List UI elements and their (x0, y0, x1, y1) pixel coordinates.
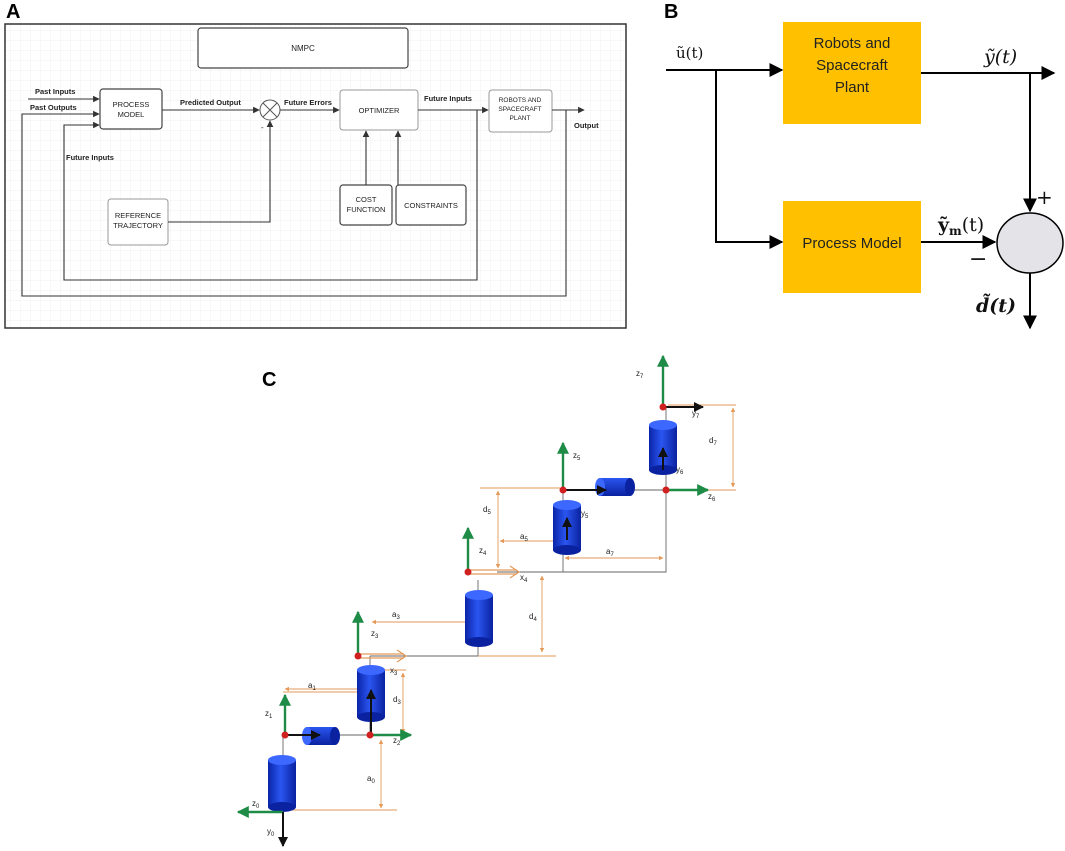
x4-label: x4 (520, 573, 528, 584)
joint-4-cylinder (465, 590, 493, 647)
minus-sign: − (969, 247, 987, 272)
a7-label: a7 (606, 547, 614, 558)
d7-label: d7 (709, 436, 717, 447)
past-inputs-label: Past Inputs (35, 87, 75, 96)
plant-block-b (783, 22, 921, 124)
future-inputs-right-label: Future Inputs (424, 94, 472, 103)
past-outputs-label: Past Outputs (30, 103, 77, 112)
nmpc-grid-frame (4, 23, 627, 329)
z4-label: z4 (479, 546, 487, 557)
joint-2-cylinder (357, 665, 385, 722)
summing-minus-sign: - (261, 123, 264, 132)
black-axes (278, 402, 704, 847)
a5-label: a5 (520, 532, 528, 543)
a3-label: a3 (392, 610, 400, 621)
dimension-labels: a0 a1 a3 a5 a7 d3 d4 d5 d7 (308, 436, 717, 785)
plant-b-label-1: Robots and (814, 35, 891, 52)
process-model-b-label: Process Model (802, 235, 901, 252)
panel-c: C (236, 354, 736, 847)
cost-label-2: FUNCTION (347, 205, 386, 214)
d5-label: d5 (483, 505, 491, 516)
z-axes (236, 354, 710, 818)
summing-junction-b (996, 212, 1064, 274)
d-signal-label: d̃(t) (976, 294, 1016, 317)
y6-label: y6 (676, 465, 684, 476)
future-errors-label: Future Errors (284, 98, 332, 107)
frame-labels: z0 y0 z1 z2 z3 x3 z4 x4 z5 y5 y6 z6 z7 y… (252, 369, 716, 838)
constraints-label: CONSTRAINTS (404, 201, 458, 210)
panel-c-letter: C (262, 369, 276, 391)
optimizer-label: OPTIMIZER (359, 106, 400, 115)
panel-b-wires (666, 63, 1056, 330)
joint-cylinders (268, 420, 677, 812)
frame-origins (281, 403, 670, 739)
process-model-block-b (783, 201, 921, 293)
plant-a-label-3: PLANT (510, 115, 531, 122)
x3-label: x3 (390, 666, 398, 677)
process-model-block (99, 88, 163, 130)
panel-b-letter: B (664, 1, 678, 23)
y7-label: y7 (692, 409, 700, 420)
y0-label: y0 (267, 827, 275, 838)
panel-a-wires (21, 95, 585, 297)
z3-label: z3 (371, 629, 379, 640)
z1-label: z1 (265, 709, 273, 720)
joint-5b-cylinder (595, 478, 635, 496)
a0-label: a0 (367, 774, 375, 785)
z0-label: z0 (252, 799, 260, 810)
plant-a-label-2: SPACECRAFT (498, 106, 541, 113)
plus-sign: + (1036, 185, 1053, 209)
z5-label: z5 (573, 451, 581, 462)
process-model-label-2: MODEL (118, 110, 145, 119)
panel-a-letter: A (6, 1, 20, 23)
ym-signal-label: ỹm(t) (937, 214, 984, 238)
process-model-label-1: PROCESS (113, 100, 150, 109)
nmpc-block (197, 27, 409, 69)
future-inputs-left-label: Future Inputs (66, 153, 114, 162)
panel-a: A NMPC PROCESS MODEL OPTIMIZER ROBOTS AN… (4, 1, 627, 329)
reference-label-2: TRAJECTORY (113, 221, 163, 230)
u-signal-label: ũ(t) (676, 44, 703, 62)
plant-b-label-2: Spacecraft (816, 57, 889, 74)
dimension-lines (283, 404, 736, 811)
output-label: Output (574, 121, 599, 130)
x-axes (358, 565, 521, 663)
summing-cross (262, 102, 278, 118)
z7-label: z7 (636, 369, 644, 380)
cost-label-1: COST (356, 195, 377, 204)
z6-label: z6 (708, 492, 716, 503)
constraints-block (395, 184, 467, 226)
nmpc-label: NMPC (291, 44, 315, 53)
panel-b: B Robots and Spacecraft Plant Process Mo… (664, 1, 1064, 330)
reference-label-1: REFERENCE (115, 211, 161, 220)
plant-b-label-3: Plant (835, 79, 870, 96)
predicted-output-label: Predicted Output (180, 98, 241, 107)
a1-label: a1 (308, 681, 316, 692)
joint-0-cylinder (268, 755, 296, 812)
z2-label: z2 (393, 736, 401, 747)
plant-block-a (488, 89, 553, 133)
d3-label: d3 (393, 695, 401, 706)
y5-label: y5 (581, 509, 589, 520)
plant-a-label-1: ROBOTS AND (499, 97, 542, 104)
y-signal-label: ỹ(t) (983, 46, 1017, 68)
d4-label: d4 (529, 612, 537, 623)
